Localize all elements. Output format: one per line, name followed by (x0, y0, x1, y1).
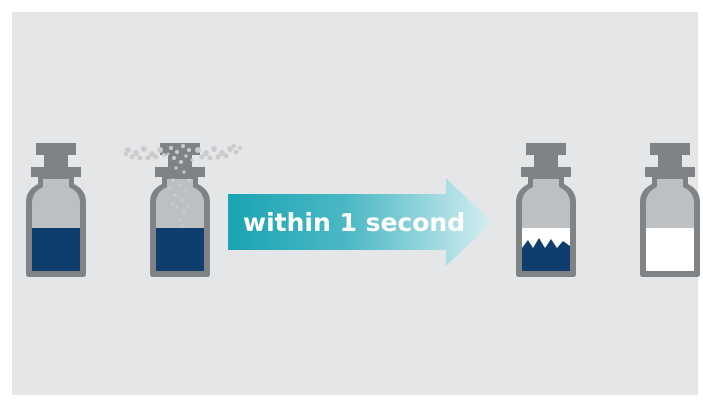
vial-liquid (22, 140, 92, 280)
liquid-fill (32, 228, 80, 271)
vial-frozen (512, 140, 582, 280)
powder-fill (646, 228, 694, 271)
vial-powder (636, 140, 703, 280)
vial-spray (146, 140, 216, 280)
arrow-label: within 1 second (243, 205, 453, 241)
liquid-fill (156, 228, 204, 271)
